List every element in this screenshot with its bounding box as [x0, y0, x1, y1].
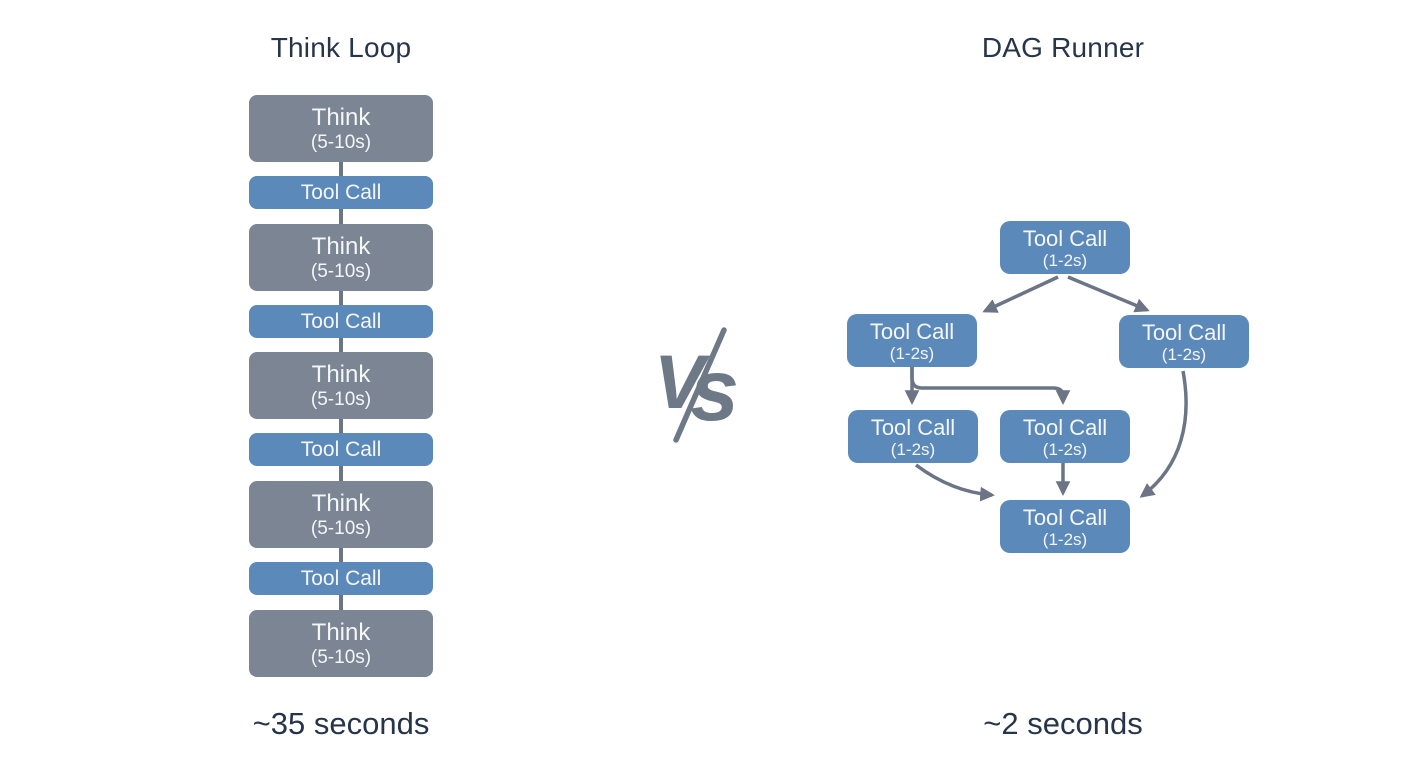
step-label: Think	[311, 489, 371, 517]
step-duration: (5-10s)	[310, 131, 372, 153]
think-loop-total-time: ~35 seconds	[252, 706, 430, 741]
think-step-box: Think (5-10s)	[249, 95, 433, 162]
node-label: Tool Call	[1022, 504, 1108, 530]
dag-runner-total-time: ~2 seconds	[983, 706, 1143, 741]
step-label: Tool Call	[300, 438, 382, 461]
step-label: Tool Call	[300, 181, 382, 204]
node-label: Tool Call	[1141, 319, 1227, 345]
tool-call-step-box: Tool Call	[249, 305, 433, 338]
tool-call-step-box: Tool Call	[249, 562, 433, 595]
node-label: Tool Call	[1022, 225, 1108, 251]
edge-root-to-right	[1067, 275, 1150, 313]
step-duration: (5-10s)	[310, 646, 372, 668]
node-duration: (1-2s)	[1042, 250, 1088, 270]
vs-mark: V s	[654, 327, 739, 443]
edge-right-to-sink	[1139, 370, 1188, 498]
think-step-box: Think (5-10s)	[249, 352, 433, 419]
think-step-box: Think (5-10s)	[249, 224, 433, 291]
dag-node-right: Tool Call (1-2s)	[1119, 315, 1249, 368]
tool-call-step-box: Tool Call	[249, 433, 433, 466]
node-duration: (1-2s)	[1042, 439, 1088, 459]
edge-bottomleft-to-sink	[914, 463, 995, 502]
step-label: Think	[311, 618, 371, 646]
dag-node-root: Tool Call (1-2s)	[1000, 221, 1130, 274]
edge-left-to-bottommid	[910, 367, 1071, 405]
step-duration: (5-10s)	[310, 517, 372, 539]
node-duration: (1-2s)	[1161, 344, 1207, 364]
step-label: Tool Call	[300, 310, 382, 333]
dag-node-bottom-mid: Tool Call (1-2s)	[1000, 410, 1130, 463]
dag-node-sink: Tool Call (1-2s)	[1000, 500, 1130, 553]
dag-node-bottom-left: Tool Call (1-2s)	[848, 410, 978, 463]
node-label: Tool Call	[869, 318, 955, 344]
node-label: Tool Call	[870, 414, 956, 440]
node-duration: (1-2s)	[1042, 529, 1088, 549]
vs-slash-line	[673, 327, 727, 443]
step-duration: (5-10s)	[310, 260, 372, 282]
step-label: Think	[311, 232, 371, 260]
step-duration: (5-10s)	[310, 388, 372, 410]
step-label: Think	[311, 360, 371, 388]
step-label: Think	[311, 103, 371, 131]
dag-runner-title: DAG Runner	[981, 32, 1145, 63]
edge-root-to-left	[982, 275, 1059, 313]
think-loop-title: Think Loop	[270, 32, 412, 63]
node-duration: (1-2s)	[890, 439, 936, 459]
dag-node-left: Tool Call (1-2s)	[847, 314, 977, 367]
node-label: Tool Call	[1022, 414, 1108, 440]
think-step-box: Think (5-10s)	[249, 610, 433, 677]
step-label: Tool Call	[300, 567, 382, 590]
think-step-box: Think (5-10s)	[249, 481, 433, 548]
tool-call-step-box: Tool Call	[249, 176, 433, 209]
node-duration: (1-2s)	[889, 343, 935, 363]
